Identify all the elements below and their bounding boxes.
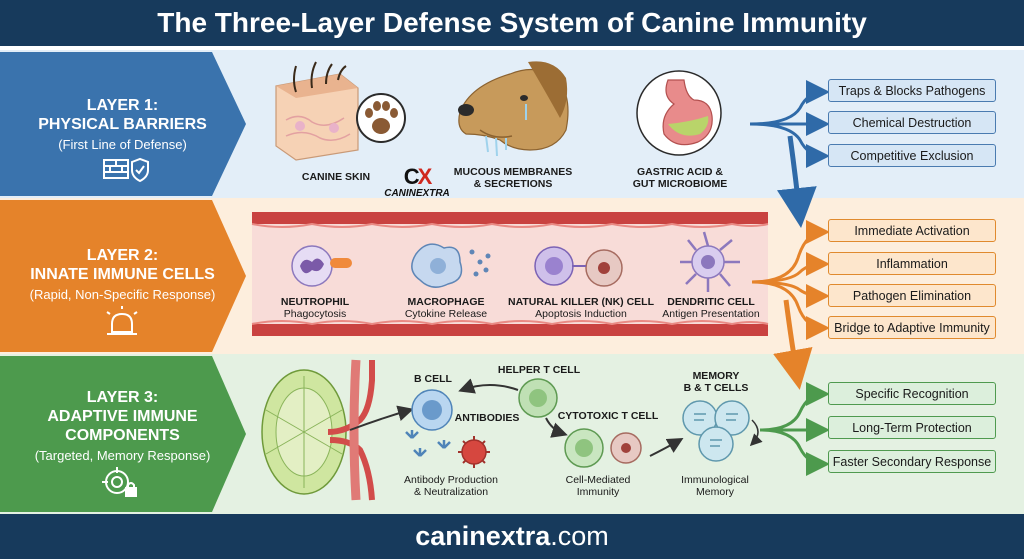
logo-wordmark: CANINEXTRA bbox=[384, 188, 450, 199]
cytotoxic-to-memory-arrow bbox=[650, 440, 680, 456]
outcome-faster-secondary: Faster Secondary Response bbox=[828, 450, 996, 473]
l3-connector-3 bbox=[760, 430, 824, 464]
helper-t-cell bbox=[519, 379, 557, 417]
layer3-label: LAYER 3: ADAPTIVE IMMUNE COMPONENTS (Tar… bbox=[0, 388, 245, 464]
outcome-bridge-adaptive: Bridge to Adaptive Immunity bbox=[828, 316, 996, 339]
macrophage-label: MACROPHAGE Cytokine Release bbox=[396, 296, 496, 320]
layer1-subtitle: (First Line of Defense) bbox=[0, 136, 245, 153]
outcome-long-term-protection: Long-Term Protection bbox=[828, 416, 996, 439]
antibodies-label: ANTIBODIES bbox=[452, 412, 522, 424]
dog-head-illustration bbox=[458, 61, 568, 156]
l1-connector-3 bbox=[750, 124, 824, 156]
b-cell bbox=[412, 390, 452, 430]
layer1-title-line2: PHYSICAL BARRIERS bbox=[0, 115, 245, 134]
paw-icon bbox=[357, 94, 405, 142]
footer-brand-url: caninextra.com bbox=[0, 518, 1024, 555]
antibody-production-label: Antibody Production & Neutralization bbox=[396, 474, 506, 498]
helper-t-cell-label: HELPER T CELL bbox=[494, 364, 584, 376]
l1-to-l2-arrow bbox=[790, 136, 800, 218]
stomach-illustration bbox=[637, 71, 721, 155]
layer2-title-line2: INNATE IMMUNE CELLS bbox=[0, 265, 245, 284]
layer1-title-line1: LAYER 1: bbox=[0, 96, 245, 115]
cytotoxic-t-cell-label: CYTOTOXIC T CELL bbox=[556, 410, 660, 422]
memory-loop-arrow bbox=[752, 420, 758, 444]
layer1-label: LAYER 1: PHYSICAL BARRIERS (First Line o… bbox=[0, 96, 245, 153]
layer2-subtitle: (Rapid, Non-Specific Response) bbox=[0, 286, 245, 303]
dendritic-cell-label: DENDRITIC CELL Antigen Presentation bbox=[656, 296, 766, 320]
layer3-title-line3: COMPONENTS bbox=[0, 426, 245, 445]
caninextra-logo: CX CANINEXTRA bbox=[384, 166, 450, 199]
outcome-traps-blocks: Traps & Blocks Pathogens bbox=[828, 79, 996, 102]
layer3-title-line1: LAYER 3: bbox=[0, 388, 245, 407]
logo-mark-x: X bbox=[418, 164, 431, 189]
memory-cells-label: MEMORY B & T CELLS bbox=[678, 370, 754, 394]
cell-mediated-label: Cell-Mediated Immunity bbox=[548, 474, 648, 498]
outcome-inflammation: Inflammation bbox=[828, 252, 996, 275]
layer2-label: LAYER 2: INNATE IMMUNE CELLS (Rapid, Non… bbox=[0, 246, 245, 303]
layer3-title-line2: ADAPTIVE IMMUNE bbox=[0, 407, 245, 426]
immunological-memory-label: Immunological Memory bbox=[670, 474, 760, 498]
l2-to-l3-arrow bbox=[786, 300, 798, 380]
skin-illustration bbox=[276, 62, 358, 160]
layer3-subtitle: (Targeted, Memory Response) bbox=[0, 447, 245, 464]
footer-brand-tld: .com bbox=[550, 521, 609, 551]
virus-icon bbox=[458, 436, 490, 468]
nk-cell-label: NATURAL KILLER (NK) CELL Apoptosis Induc… bbox=[508, 296, 654, 320]
outcome-immediate-activation: Immediate Activation bbox=[828, 219, 996, 242]
memory-cells bbox=[683, 401, 749, 461]
gastric-acid-label: GASTRIC ACID & GUT MICROBIOME bbox=[620, 166, 740, 190]
cytotoxic-t-cell bbox=[565, 429, 641, 467]
l1-connector-1 bbox=[750, 92, 824, 124]
outcome-pathogen-elimination: Pathogen Elimination bbox=[828, 284, 996, 307]
l3-connector-1 bbox=[760, 394, 824, 430]
outcome-chemical-destruction: Chemical Destruction bbox=[828, 111, 996, 134]
canine-skin-label: CANINE SKIN bbox=[286, 171, 386, 183]
helper-to-bcell-arrow bbox=[462, 385, 518, 390]
footer-brand-bold: caninextra bbox=[415, 521, 550, 551]
antibody-icons bbox=[406, 430, 450, 456]
neutrophil-label: NEUTROPHIL Phagocytosis bbox=[270, 296, 360, 320]
lymph-node-illustration bbox=[262, 360, 372, 500]
outcome-specific-recognition: Specific Recognition bbox=[828, 382, 996, 405]
layer2-title-line1: LAYER 2: bbox=[0, 246, 245, 265]
logo-mark-c: C bbox=[404, 164, 418, 189]
outcome-competitive-exclusion: Competitive Exclusion bbox=[828, 144, 996, 167]
mucous-membranes-label: MUCOUS MEMBRANES & SECRETIONS bbox=[448, 166, 578, 190]
b-cell-label: B CELL bbox=[408, 373, 458, 385]
